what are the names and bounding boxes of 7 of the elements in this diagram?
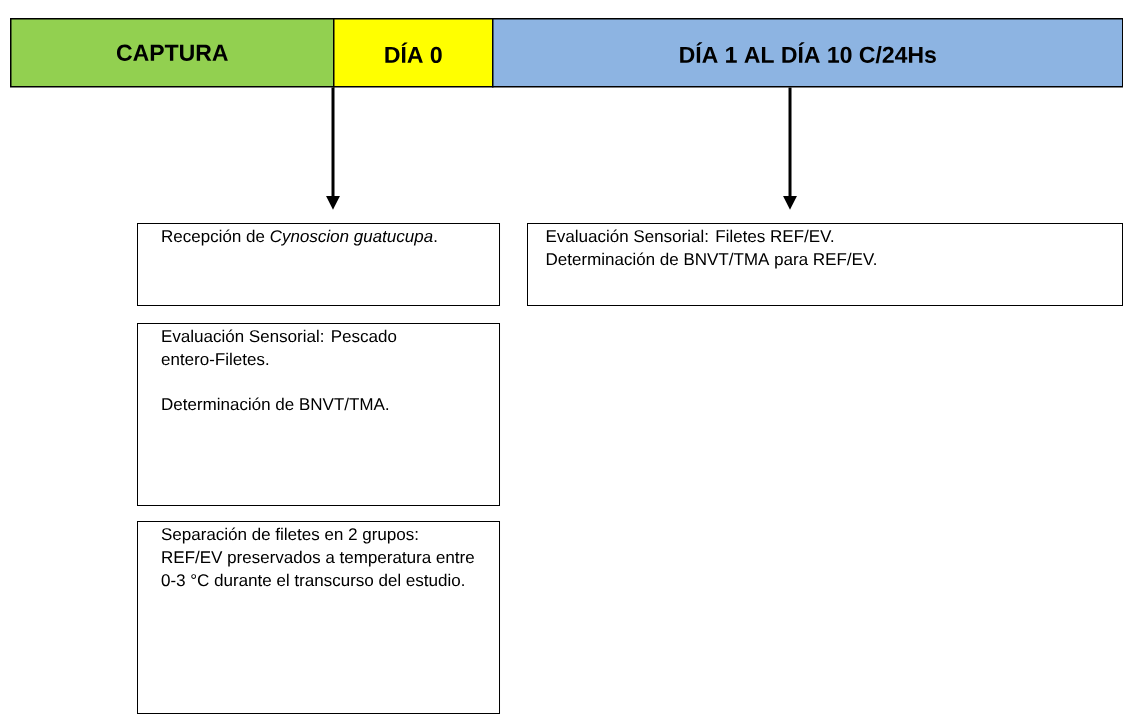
process-box: Separación de filetes en 2 grupos: REF/EV preservados a temperatura entre 0-3 °C durante el transcurso del estudio. [137,521,500,714]
timeline-segment: CAPTURA [10,18,335,88]
process-box: Recepción de Cynoscion guatucupa. [137,223,500,306]
timeline-segment: DÍA 1 AL DÍA 10 C/24Hs [492,18,1123,88]
process-box: Evaluación Sensorial: Filetes REF/EV. Determinación de BNVT/TMA para REF/EV. [527,223,1123,306]
timeline-segment: DÍA 0 [333,18,494,88]
process-box: Evaluación Sensorial: Pescado entero-Filetes. Determinación de BNVT/TMA. [137,323,500,506]
